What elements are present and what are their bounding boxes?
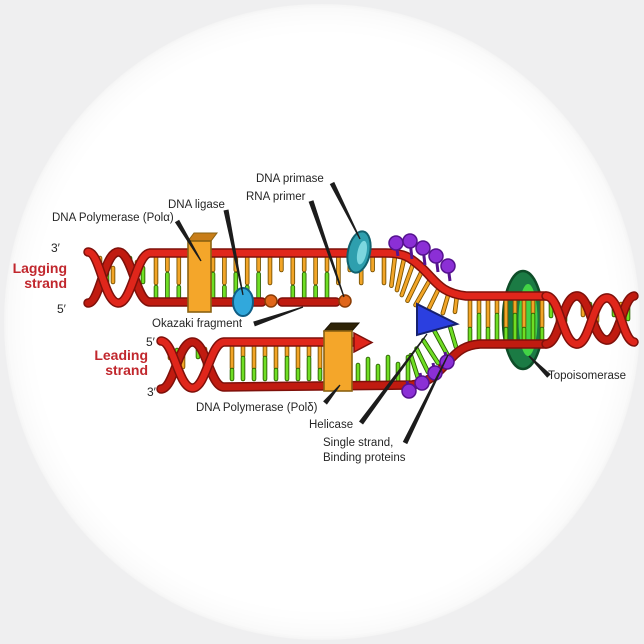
label-topoisomerase: Topoisomerase xyxy=(548,370,626,382)
label-single-strand-binding-proteins: Single strand, Binding proteins xyxy=(323,436,405,466)
label-rna-primer: RNA primer xyxy=(246,191,306,203)
label-lagging-5-prime: 5′ xyxy=(57,302,66,316)
leader-line xyxy=(329,181,361,240)
dna-polymerase-alpha-icon xyxy=(187,240,212,313)
leader-line xyxy=(528,355,551,378)
label-dna-polymerase-delta: DNA Polymerase (Polδ) xyxy=(196,402,318,414)
leader-line xyxy=(223,209,244,296)
leader-line xyxy=(359,333,428,425)
label-leading-strand-line2: strand xyxy=(105,362,148,379)
label-lagging-strand-line1: Lagging xyxy=(12,260,67,276)
leader-line xyxy=(174,219,202,262)
rna-primer-icon xyxy=(264,294,278,308)
sticker-circle: DNA primase RNA primer DNA ligase DNA Po… xyxy=(4,4,640,640)
label-lagging-strand-line2: strand xyxy=(24,275,67,292)
binding-protein-icon xyxy=(414,375,430,391)
binding-protein-icon xyxy=(440,258,456,274)
label-okazaki-fragment: Okazaki fragment xyxy=(152,318,243,330)
label-leading-5-prime: 5′ xyxy=(146,335,155,349)
dna-polymerase-delta-icon xyxy=(323,330,353,392)
binding-protein-icon xyxy=(401,383,417,399)
leader-lines xyxy=(174,181,551,445)
label-dna-primase: DNA primase xyxy=(256,173,324,185)
leader-line xyxy=(402,354,449,445)
binding-protein-icon xyxy=(402,233,418,249)
label-leading-strand-line1: Leading xyxy=(94,347,148,363)
label-dna-ligase: DNA ligase xyxy=(168,199,225,211)
dna-primase-hole xyxy=(356,240,367,265)
proteins xyxy=(187,230,460,399)
dna-ligase-icon xyxy=(232,287,254,317)
dna-replication-diagram xyxy=(83,181,639,445)
leader-line xyxy=(253,306,304,327)
dna-strands xyxy=(83,247,639,394)
label-lagging-strand: Lagging strand xyxy=(4,260,67,292)
label-helicase: Helicase xyxy=(309,419,354,431)
binding-protein-icon xyxy=(415,240,431,256)
rna-primer-icon xyxy=(338,294,352,308)
diagram-content: DNA primase RNA primer DNA ligase DNA Po… xyxy=(4,4,640,640)
binding-protein-icon xyxy=(428,248,444,264)
leading-strand-arrowhead xyxy=(353,331,374,354)
polymerase-delta-top-face xyxy=(322,322,361,332)
helicase-icon xyxy=(416,302,460,337)
polymerase-alpha-top-face xyxy=(187,232,218,242)
label-ssb-line1: Single strand, xyxy=(323,437,394,449)
leader-line xyxy=(323,384,341,405)
label-ssb-line2: Binding proteins xyxy=(323,451,406,464)
label-leading-strand: Leading strand xyxy=(51,347,148,379)
label-leading-3-prime: 3′ xyxy=(147,385,156,399)
label-lagging-3-prime: 3′ xyxy=(51,241,60,255)
leader-line xyxy=(308,200,345,298)
label-dna-polymerase-alpha: DNA Polymerase (Polα) xyxy=(52,212,174,224)
binding-protein-icon xyxy=(388,235,404,251)
